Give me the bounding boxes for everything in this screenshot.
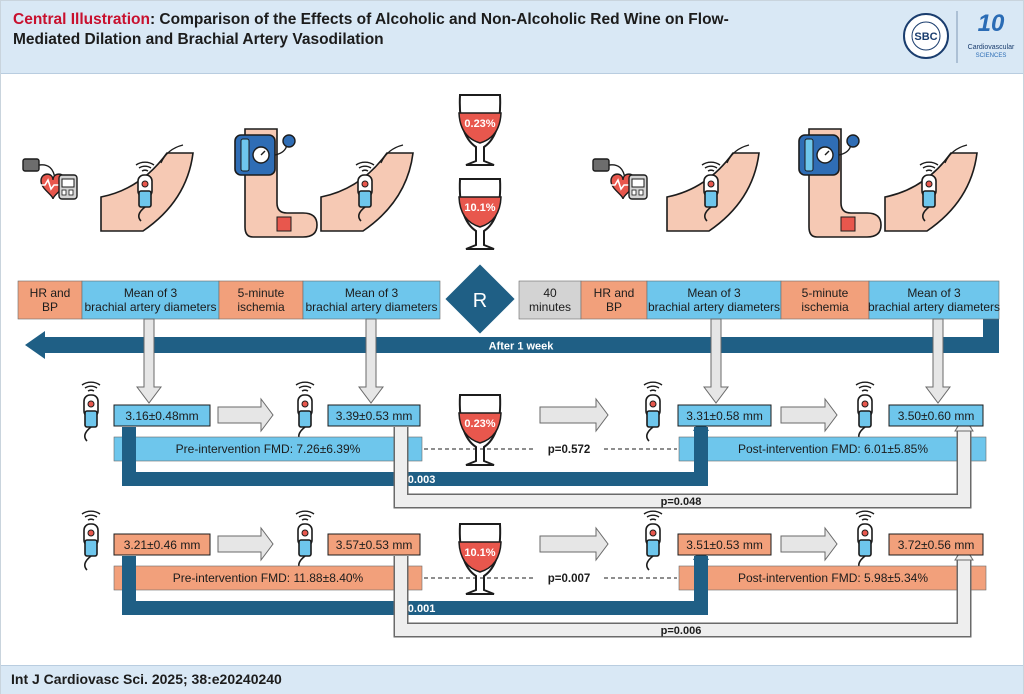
footer-bar: Int J Cardiovasc Sci. 2025; 38:e20240240	[1, 665, 1023, 694]
timeline-step-label: HR and	[30, 286, 71, 300]
group-panel-10.1: 10.1% Pre-intervention FMD: 11.88±8.40% Po…	[81, 510, 987, 638]
after-week-loop: After 1 week	[25, 319, 999, 359]
post-baseline-diameter: 3.51±0.53 mm	[686, 538, 763, 552]
pre-post-ischemia-diameter: 3.57±0.53 mm	[336, 538, 413, 552]
after-week-label: After 1 week	[489, 341, 555, 353]
timeline-step-label: ischemia	[801, 300, 849, 314]
arm-cuff-icon	[234, 128, 318, 238]
glass-percent-label: 10.1%	[464, 202, 495, 214]
monitor-icon	[22, 158, 78, 200]
p-value-post-ischemia: p=0.048	[661, 496, 702, 508]
post-post-ischemia-diameter: 3.72±0.56 mm	[898, 538, 975, 552]
wine-glass-icon: 10.1%	[458, 178, 502, 250]
title-lead: Central Illustration	[13, 11, 150, 28]
pre-fmd-label: Pre-intervention FMD: 7.26±6.39%	[176, 442, 361, 456]
arm-cuff-icon	[798, 128, 882, 238]
timeline-step-label: 5-minute	[802, 286, 849, 300]
timeline-step-label: Mean of 3	[345, 286, 399, 300]
arm-ultrasound-icon	[667, 145, 759, 231]
pre-baseline-diameter: 3.21±0.46 mm	[124, 538, 201, 552]
timeline-step-label: 5-minute	[238, 286, 285, 300]
timeline-step-label: brachial artery diameters	[868, 300, 1000, 314]
svg-text:10: 10	[978, 10, 1005, 37]
down-arrows	[136, 318, 951, 404]
timeline-step-label: BP	[606, 300, 622, 314]
sbc-logo: SBC	[903, 13, 949, 59]
post-post-ischemia-diameter: 3.50±0.60 mm	[898, 409, 975, 423]
timeline-step-label: minutes	[529, 300, 571, 314]
group-panel-0.23: 0.23% Pre-intervention FMD: 7.26±6.39% Pos…	[81, 381, 987, 509]
timeline-step-label: ischemia	[237, 300, 285, 314]
pre-baseline-diameter: 3.16±0.48mm	[125, 409, 198, 423]
ultrasound-probe-icon	[643, 381, 663, 442]
timeline-step-label: Mean of 3	[907, 286, 961, 300]
header-bar: Central Illustration: Comparison of the …	[1, 1, 1023, 74]
pre-post-ischemia-diameter: 3.39±0.53 mm	[336, 409, 413, 423]
timeline-step-label: Mean of 3	[687, 286, 741, 300]
ultrasound-probe-icon	[295, 510, 315, 571]
page-title: Central Illustration: Comparison of the …	[13, 10, 733, 50]
timeline-step-label: Mean of 3	[124, 286, 178, 300]
ultrasound-probe-icon	[643, 510, 663, 571]
citation: Int J Cardiovasc Sci. 2025; 38:e20240240	[11, 671, 282, 687]
glass-percent-label: 10.1%	[464, 547, 495, 559]
arm-ultrasound-icon	[321, 145, 413, 231]
randomization-label: R	[473, 290, 487, 312]
journal-logo-line1: Cardiovascular	[968, 44, 1015, 51]
ultrasound-probe-icon	[295, 381, 315, 442]
glass-percent-label: 0.23%	[464, 118, 495, 130]
p-value-post-ischemia: p=0.006	[661, 625, 702, 637]
ultrasound-probe-icon	[855, 381, 875, 442]
timeline-step-label: BP	[42, 300, 58, 314]
journal-logo: 10 Cardiovascular SCIENCES	[968, 10, 1015, 59]
ultrasound-probe-icon	[855, 510, 875, 571]
randomization-diamond: R	[442, 261, 518, 337]
timeline-step-label: brachial artery diameters	[305, 300, 437, 314]
p-value-fmd: p=0.007	[548, 573, 591, 585]
post-fmd-label: Post-intervention FMD: 6.01±5.85%	[738, 442, 928, 456]
timeline-step-label: HR and	[594, 286, 635, 300]
post-baseline-diameter: 3.31±0.58 mm	[686, 409, 763, 423]
p-value-fmd: p=0.572	[548, 444, 591, 456]
wine-glass-icon: 0.23%	[458, 94, 502, 166]
timeline-step-label: brachial artery diameters	[648, 300, 780, 314]
journal-logo-line2: SCIENCES	[976, 53, 1007, 59]
ultrasound-probe-icon	[81, 510, 101, 571]
post-fmd-label: Post-intervention FMD: 5.98±5.34%	[738, 571, 928, 585]
pre-fmd-label: Pre-intervention FMD: 11.88±8.40%	[173, 571, 364, 585]
arm-ultrasound-icon	[885, 145, 977, 231]
ultrasound-probe-icon	[81, 381, 101, 442]
title-rest: : Comparison of the Effects of Alcoholic…	[13, 11, 729, 48]
timeline-step-label: brachial artery diameters	[84, 300, 216, 314]
timeline-step-label: 40	[543, 286, 557, 300]
glass-percent-label: 0.23%	[464, 418, 495, 430]
sbc-logo-text: SBC	[914, 31, 937, 43]
monitor-icon	[592, 158, 648, 200]
arm-ultrasound-icon	[101, 145, 193, 231]
